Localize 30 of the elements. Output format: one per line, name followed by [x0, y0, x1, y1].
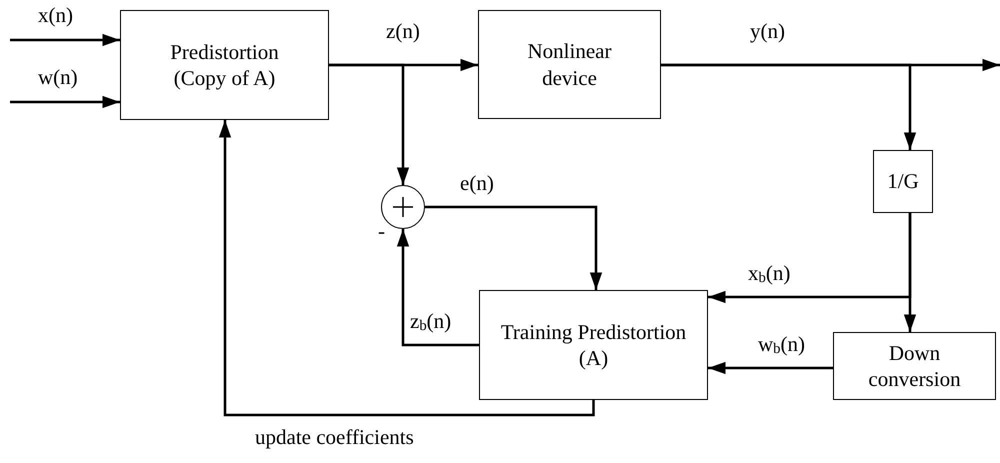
- summing-junction: [381, 185, 425, 229]
- edge-label: update coefficients: [255, 426, 414, 450]
- process-box: [479, 290, 708, 400]
- process-box: [120, 10, 329, 120]
- arrow: [396, 229, 479, 346]
- edge-label: e(n): [460, 172, 494, 196]
- box-label: Down conversion: [867, 340, 962, 392]
- box-label: Training Predistortion (A): [500, 318, 688, 372]
- edge-label: x(n): [38, 4, 73, 28]
- arrow: [10, 96, 120, 108]
- arrow: [10, 34, 120, 46]
- arrow: [661, 64, 916, 150]
- box-label: 1/G: [887, 168, 919, 195]
- process-box: [873, 150, 933, 213]
- box-label: Predistortion (Copy of A): [169, 38, 280, 92]
- arrow: [218, 120, 595, 416]
- edge-label: z(n): [386, 20, 420, 44]
- arrow: [329, 64, 410, 185]
- process-box: [478, 10, 661, 119]
- process-box: [833, 332, 996, 400]
- arrow: [425, 206, 602, 290]
- arrow: [708, 362, 833, 374]
- edge-label: w$_{b}$(n): [758, 333, 806, 358]
- edge-label: y(n): [750, 20, 785, 44]
- edge-label: x$_{b}$(n): [748, 262, 790, 286]
- box-label: Nonlinear device: [526, 38, 612, 91]
- edge-label: w(n): [38, 66, 78, 90]
- minus-sign: -: [378, 220, 385, 244]
- edge-label: z$_{b}$(n): [410, 310, 452, 334]
- arrow: [904, 213, 916, 332]
